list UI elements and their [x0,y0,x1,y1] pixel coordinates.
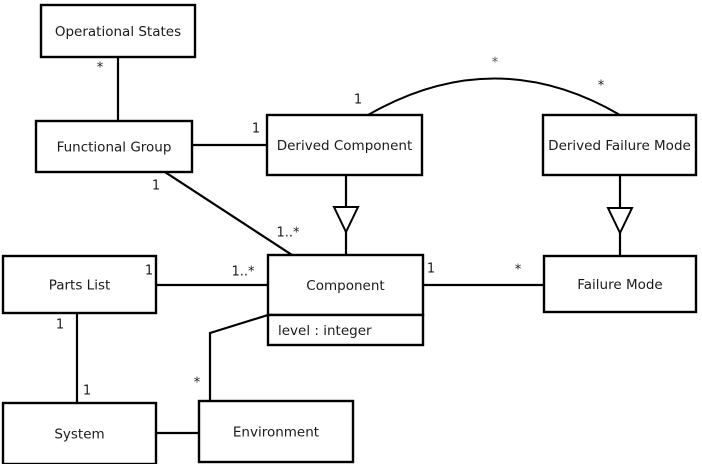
class-box-parts-list[interactable]: Parts List [1,254,158,315]
class-name-compartment[interactable] [1,254,158,315]
multiplicity-label: * [97,61,104,76]
multiplicity-label: 1 [252,122,260,137]
class-name-compartment[interactable] [39,3,197,59]
multiplicity-label: 1..* [231,265,255,280]
associations-layer [75,55,634,435]
class-box-derived-component[interactable]: Derived Component [265,113,424,177]
association-derived-component--derived-failure-mode[interactable] [367,77,621,116]
class-name-label: Parts List [49,278,111,294]
association-derived-failure-mode--failure-mode[interactable] [606,173,634,258]
class-attribute-compartment[interactable] [266,313,425,347]
class-name-label: Component [306,278,384,294]
multiplicity-label: 1 [427,262,435,277]
generalization-triangle-icon [606,207,634,236]
multiplicity-label: 1 [354,93,362,108]
multiplicity-label: 1 [83,384,91,399]
association-derived-component--component[interactable] [332,173,360,257]
class-name-label: System [54,427,104,443]
multiplicity-label: * [598,79,605,94]
class-name-label: Failure Mode [577,277,663,293]
multiplicity-label: * [515,263,522,278]
multiplicity-label: * [194,376,201,391]
class-box-operational-states[interactable]: Operational States [39,3,197,59]
association-environment--component[interactable] [208,313,270,403]
multiplicity-label: * [492,56,499,71]
class-box-functional-group[interactable]: Functional Group [34,119,194,174]
class-box-component[interactable]: Component level : integer [266,253,425,347]
multiplicity-label: 1 [152,179,160,194]
multiplicity-label: 1 [56,318,64,333]
class-box-environment[interactable]: Environment [197,399,355,464]
class-box-derived-failure-mode[interactable]: Derived Failure Mode [541,113,698,177]
class-name-compartment[interactable] [541,113,698,177]
multiplicity-labels-layer: * 1 1 1..* 1 * * 1 1..* 1 * 1 1 * [56,56,605,399]
association-line[interactable] [163,170,294,257]
class-name-compartment[interactable] [197,399,355,464]
multiplicity-label: 1..* [276,226,300,241]
association-arc-path[interactable] [367,77,621,116]
class-name-compartment[interactable] [266,253,425,317]
class-name-label: Derived Component [277,138,413,154]
class-name-compartment[interactable] [542,254,698,314]
class-name-compartment[interactable] [34,119,194,174]
class-name-label: Environment [233,425,319,441]
multiplicity-label: 1 [145,264,153,279]
class-name-label: Derived Failure Mode [548,138,691,154]
association-functional-group--component[interactable] [163,170,294,257]
association-line[interactable] [208,313,270,403]
class-box-system[interactable]: System [1,401,158,464]
class-attribute-label: level : integer [278,323,372,339]
class-name-label: Functional Group [57,140,172,156]
class-name-compartment[interactable] [1,401,158,464]
generalization-triangle-icon [332,206,360,235]
class-box-failure-mode[interactable]: Failure Mode [542,254,698,314]
class-name-compartment[interactable] [265,113,424,177]
class-name-label: Operational States [55,24,181,40]
